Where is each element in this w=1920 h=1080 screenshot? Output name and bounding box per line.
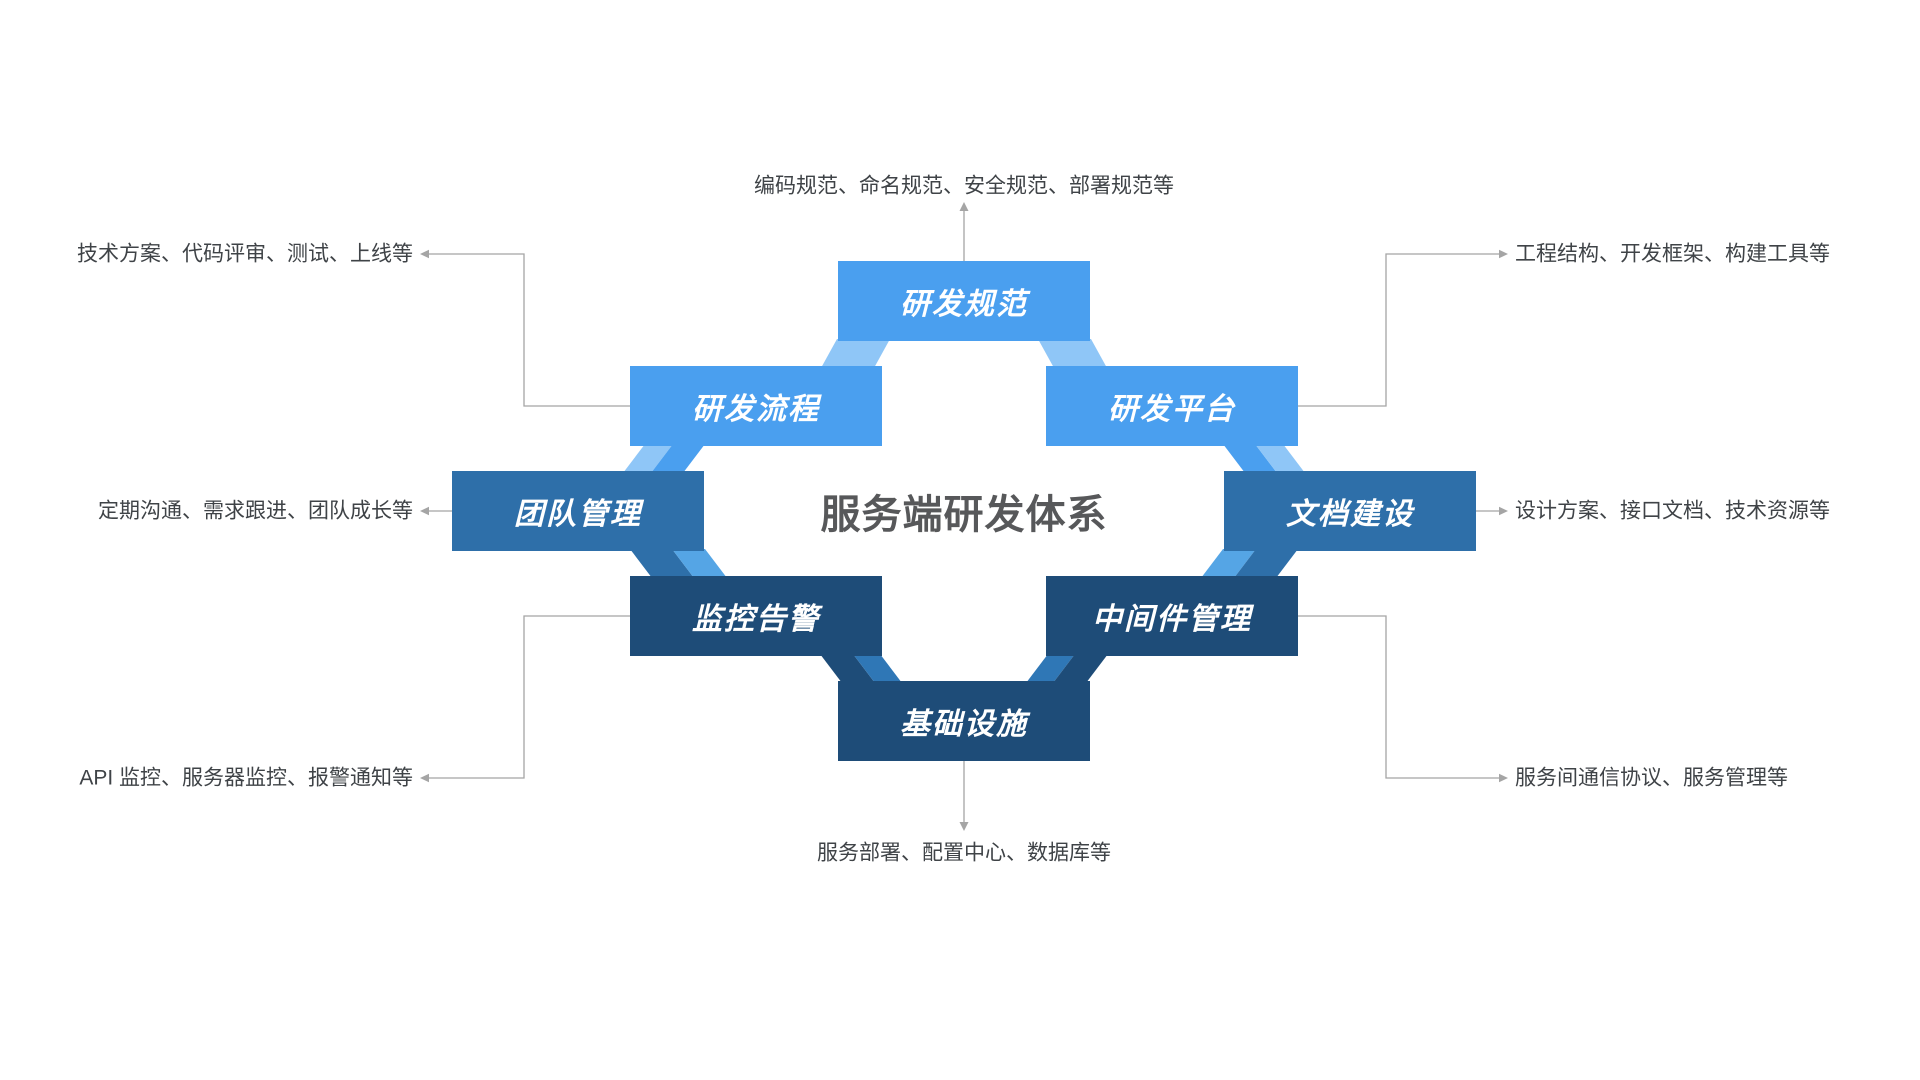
block-infrastructure: 基础设施 — [838, 681, 1090, 761]
annotation-bottom-left: API 监控、服务器监控、报警通知等 — [79, 766, 413, 790]
fold-process-team-main — [651, 444, 705, 473]
block-monitoring-alerting: 监控告警 — [630, 576, 882, 656]
block-monitoring-alerting-label: 监控告警 — [692, 603, 820, 636]
block-dev-process-label: 研发流程 — [692, 393, 820, 426]
fold-team-monitoring-main — [630, 549, 694, 578]
annotation-line-bottom-left — [428, 615, 630, 779]
block-documentation-label: 文档建设 — [1286, 498, 1414, 531]
annotation-top: 编码规范、命名规范、安全规范、部署规范等 — [754, 174, 1174, 198]
annotation-line-top-right — [1298, 253, 1500, 407]
fold-monitoring-infra-bright — [853, 654, 902, 683]
block-dev-platform-label: 研发平台 — [1108, 393, 1236, 426]
annotation-mid-left: 定期沟通、需求跟进、团队成长等 — [98, 499, 413, 523]
fold-docs-middleware-main — [1234, 549, 1298, 578]
annotation-top-right: 工程结构、开发框架、构建工具等 — [1515, 242, 1830, 266]
arrowhead-right-top-icon — [1499, 249, 1508, 259]
annotation-mid-right: 设计方案、接口文档、技术资源等 — [1515, 499, 1830, 523]
fold-process-team-pale — [623, 444, 673, 473]
arrowhead-left-bottom-icon — [420, 773, 429, 783]
arrowhead-up-icon — [959, 202, 969, 211]
block-dev-standards-label: 研发规范 — [900, 288, 1028, 321]
fold-platform-docs-pale — [1255, 444, 1305, 473]
block-middleware-management: 中间件管理 — [1046, 576, 1298, 656]
arrowhead-right-bottom-icon — [1499, 773, 1508, 783]
fold-middleware-infra-main — [1053, 654, 1108, 683]
annotation-bottom: 服务部署、配置中心、数据库等 — [817, 841, 1111, 865]
arrowhead-left-top-icon — [420, 249, 429, 259]
fold-standards-process — [821, 339, 890, 368]
block-middleware-management-label: 中间件管理 — [1092, 603, 1252, 636]
block-infrastructure-label: 基础设施 — [900, 708, 1028, 741]
block-dev-standards: 研发规范 — [838, 261, 1090, 341]
block-documentation: 文档建设 — [1224, 471, 1476, 551]
arrowhead-down-icon — [959, 822, 969, 831]
annotation-line-top-left — [428, 253, 630, 407]
arrowhead-right-mid-icon — [1499, 506, 1508, 516]
fold-monitoring-infra-main — [820, 654, 875, 683]
fold-standards-platform — [1038, 339, 1107, 368]
fold-platform-docs-main — [1223, 444, 1277, 473]
block-dev-process: 研发流程 — [630, 366, 882, 446]
fold-team-monitoring-pale — [672, 549, 727, 578]
fold-middleware-infra-bright — [1026, 654, 1075, 683]
annotation-top-left: 技术方案、代码评审、测试、上线等 — [77, 242, 413, 266]
arrowhead-left-mid-icon — [420, 506, 429, 516]
block-dev-platform: 研发平台 — [1046, 366, 1298, 446]
fold-docs-middleware-pale — [1201, 549, 1256, 578]
block-team-management-label: 团队管理 — [514, 498, 642, 531]
diagram-title: 服务端研发体系 — [820, 493, 1108, 537]
annotation-bottom-right: 服务间通信协议、服务管理等 — [1515, 766, 1788, 790]
block-team-management: 团队管理 — [452, 471, 704, 551]
annotation-line-bottom-right — [1298, 615, 1500, 779]
